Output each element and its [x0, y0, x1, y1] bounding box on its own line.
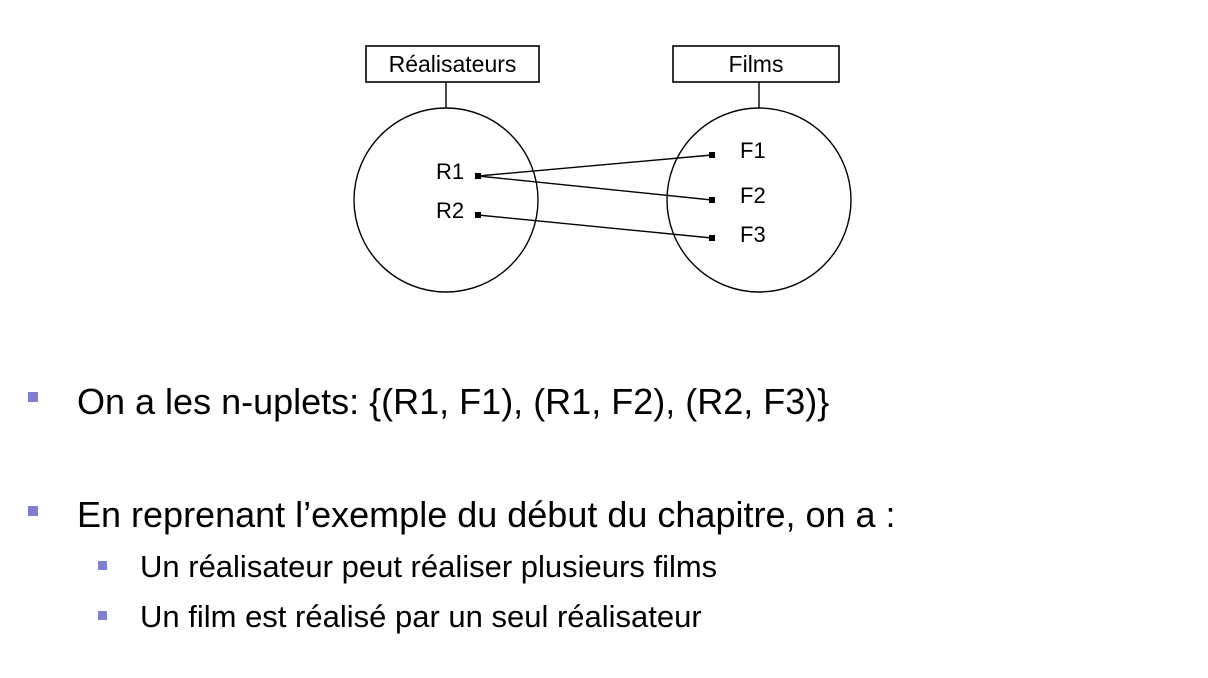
element-point-f3 — [709, 235, 715, 241]
bullet-item-nuplets: On a les n-uplets: {(R1, F1), (R1, F2), … — [77, 381, 830, 422]
bullet-item-exemple: En reprenant l’exemple du début du chapi… — [77, 494, 896, 535]
bullet-marker — [28, 392, 38, 402]
element-point-r2 — [475, 212, 481, 218]
element-label-r1: R1 — [436, 159, 464, 184]
sub-bullet-marker — [98, 611, 107, 620]
sub-bullet-marker — [98, 561, 107, 570]
set-films: Films — [666, 45, 852, 293]
set-mapping-diagram: Réalisateurs Films R1 R2 F1 F2 F3 — [353, 45, 852, 293]
bullet-marker — [28, 506, 38, 516]
element-point-f1 — [709, 152, 715, 158]
sub-bullet-item-seul-realisateur: Un film est réalisé par un seul réalisat… — [140, 599, 702, 634]
set-realisateurs: Réalisateurs — [353, 45, 540, 293]
set-realisateurs-circle — [353, 107, 539, 293]
element-label-f1: F1 — [740, 138, 766, 163]
element-label-r2: R2 — [436, 198, 464, 223]
sub-bullet-item-plusieurs-films: Un réalisateur peut réaliser plusieurs f… — [140, 549, 718, 584]
element-point-f2 — [709, 197, 715, 203]
relation-line-r1-f2 — [477, 175, 713, 201]
element-label-f3: F3 — [740, 222, 766, 247]
set-films-circle — [666, 107, 852, 293]
element-point-r1 — [475, 173, 481, 179]
element-label-f2: F2 — [740, 183, 766, 208]
set-films-label: Films — [729, 51, 784, 77]
set-films-label-box — [672, 45, 840, 83]
relation-line-r1-f1 — [477, 154, 713, 177]
set-realisateurs-label-box — [365, 45, 540, 83]
relation-line-r2-f3 — [477, 214, 713, 239]
set-realisateurs-label: Réalisateurs — [389, 51, 517, 77]
